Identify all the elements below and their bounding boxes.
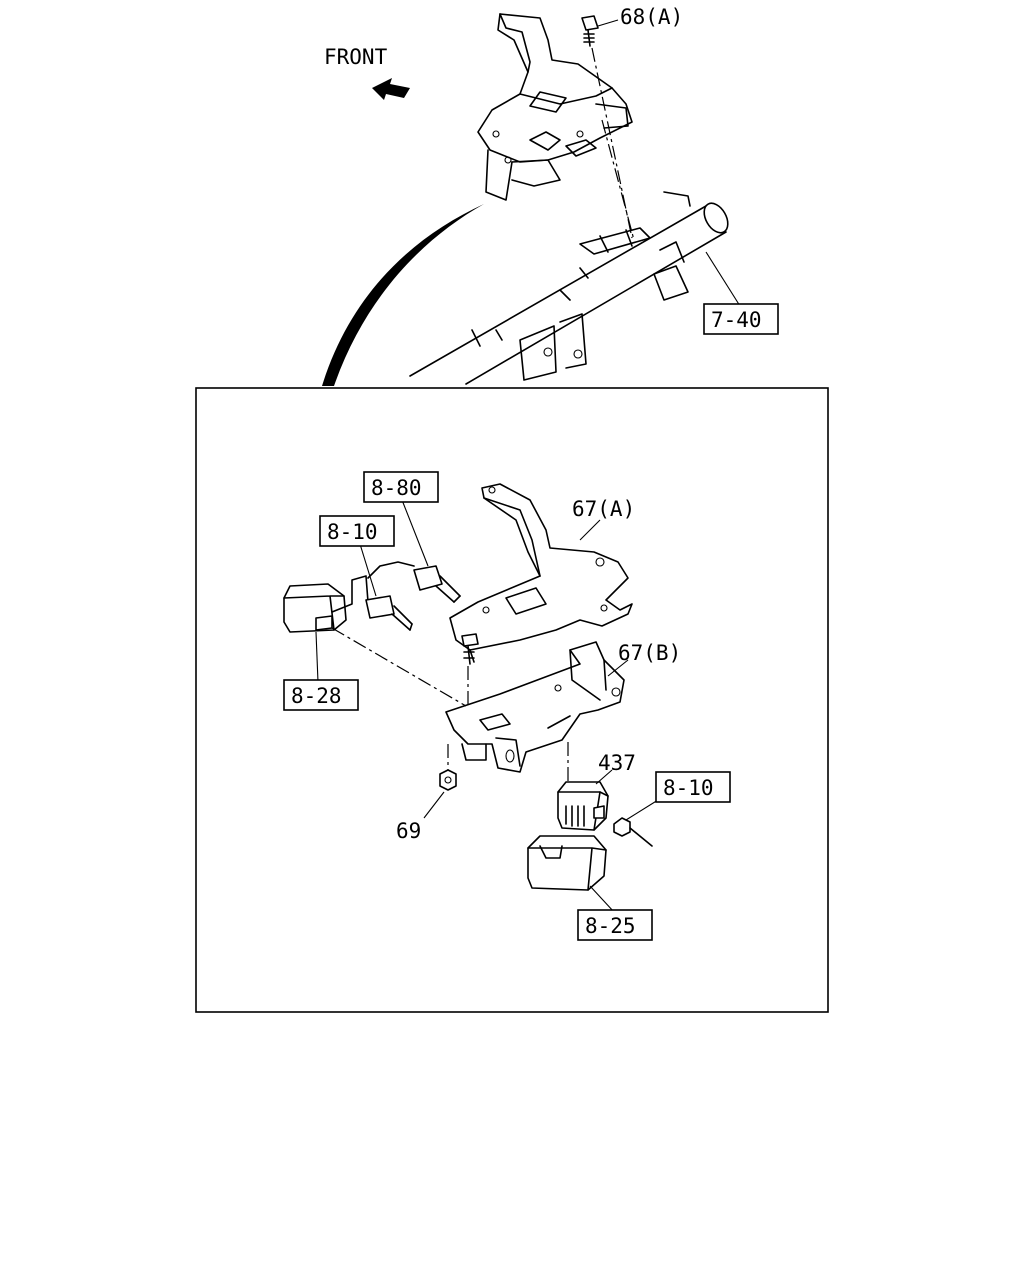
callout-69: 69 <box>396 819 421 843</box>
relay-437 <box>557 742 609 831</box>
callout-437: 437 <box>598 751 636 775</box>
harness-connector-8-10-upper <box>331 575 413 631</box>
callout-67a: 67(A) <box>572 497 635 521</box>
callout-8-10-upper: 8-10 <box>327 520 378 544</box>
callout-8-10-lower: 8-10 <box>663 776 714 800</box>
callout-8-80: 8-80 <box>371 476 422 500</box>
bracket-67a <box>449 483 633 663</box>
crossmember-tube <box>409 191 729 385</box>
relay-8-28 <box>283 583 347 633</box>
callout-8-28: 8-28 <box>291 684 342 708</box>
harness-connector-8-80 <box>367 561 461 603</box>
relay-cover-8-25 <box>527 835 607 891</box>
detail-frame <box>195 387 829 1013</box>
callout-67b: 67(B) <box>618 641 681 665</box>
upper-bracket-assembly <box>477 13 633 201</box>
detail-view-arc <box>322 204 484 386</box>
bolt-68a <box>581 15 599 47</box>
front-label: FRONT <box>324 45 388 69</box>
harness-connector-8-10-lower <box>613 817 653 847</box>
callout-8-25: 8-25 <box>585 914 636 938</box>
front-arrow-icon <box>372 78 410 100</box>
nut-69 <box>439 744 457 791</box>
front-indicator: FRONT <box>324 45 410 100</box>
callout-7-40: 7-40 <box>711 308 762 332</box>
bracket-67b <box>445 641 625 773</box>
screw <box>461 633 479 665</box>
callout-68a: 68(A) <box>620 5 683 29</box>
